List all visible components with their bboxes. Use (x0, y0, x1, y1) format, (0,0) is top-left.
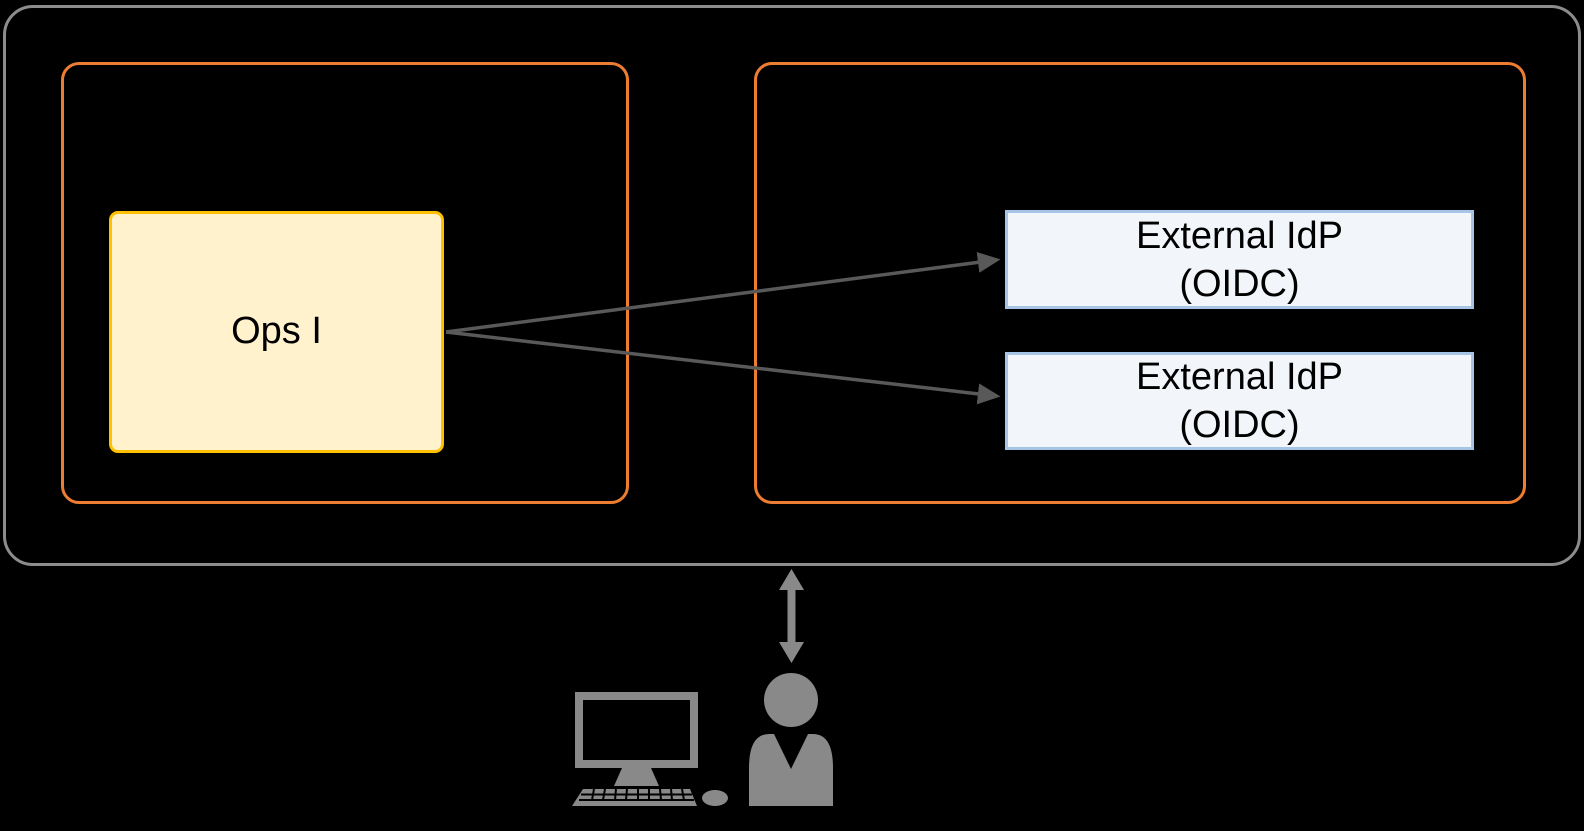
external-idp-node-1: External IdP (OIDC) (1005, 210, 1474, 309)
ops-node-label: Ops I (231, 310, 322, 353)
outer-boundary-box (3, 5, 1581, 566)
desktop-computer-icon (572, 692, 728, 806)
external-idp-1-line1: External IdP (1136, 214, 1343, 257)
external-idp-node-2: External IdP (OIDC) (1005, 352, 1474, 450)
up-down-arrow-icon (779, 569, 804, 663)
external-idp-1-line2: (OIDC) (1179, 262, 1300, 305)
user-icon (749, 673, 833, 806)
ops-node: Ops I (109, 211, 444, 453)
external-idp-2-line2: (OIDC) (1179, 404, 1300, 446)
external-idp-2-line1: External IdP (1136, 356, 1343, 398)
